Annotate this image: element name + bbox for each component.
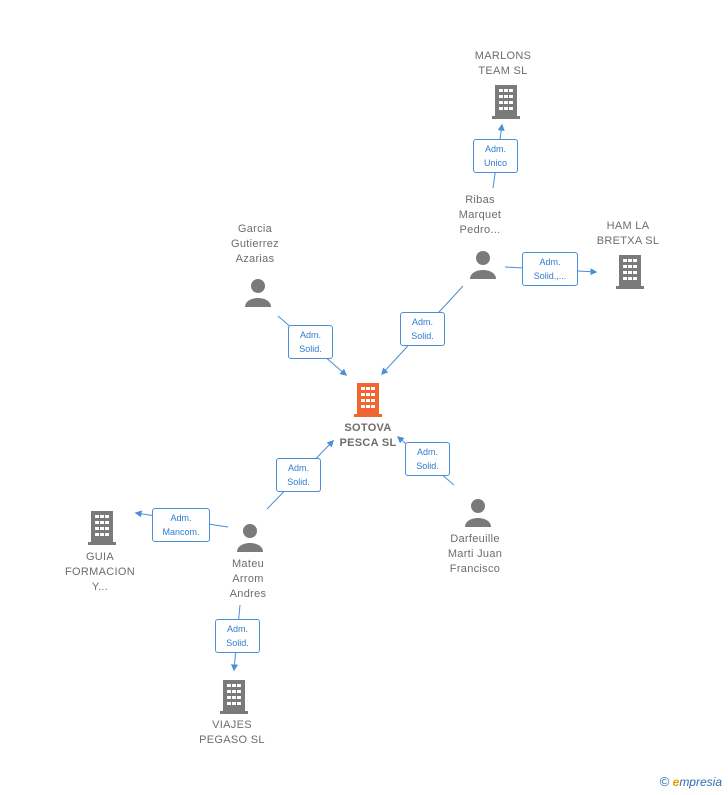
role-badge-adm-mancom[interactable]: Adm.Mancom. xyxy=(152,508,210,542)
copyright-icon: © xyxy=(659,774,670,789)
role-badge-adm-solid-ham[interactable]: Adm.Solid.,... xyxy=(522,252,578,286)
building-icon[interactable] xyxy=(490,85,522,119)
person-label-darfeuille[interactable]: Darfeuille Marti Juan Francisco xyxy=(447,533,503,575)
company-label-guia[interactable]: GUIA FORMACION Y... xyxy=(65,551,135,593)
center-company-name[interactable]: SOTOVA PESCA SL xyxy=(339,422,397,449)
building-icon[interactable] xyxy=(86,511,118,545)
company-label-viajes[interactable]: VIAJES PEGASO SL xyxy=(199,719,265,746)
role-badge-adm-solid-garcia[interactable]: Adm.Solid. xyxy=(288,325,333,359)
role-badge-adm-unico[interactable]: Adm.Unico xyxy=(473,139,518,173)
building-icon[interactable] xyxy=(218,680,250,714)
person-label-garcia[interactable]: Garcia Gutierrez Azarias xyxy=(231,223,279,265)
person-label-ribas[interactable]: Ribas Marquet Pedro... xyxy=(458,194,502,236)
person-icon[interactable] xyxy=(468,249,498,279)
role-badge-adm-solid-ribas[interactable]: Adm.Solid. xyxy=(400,312,445,346)
person-label-mateu[interactable]: Mateu Arrom Andres xyxy=(229,558,267,600)
role-badge-adm-solid-mateu[interactable]: Adm.Solid. xyxy=(276,458,321,492)
person-icon[interactable] xyxy=(243,277,273,307)
center-building-icon[interactable] xyxy=(352,383,384,417)
empresia-logo[interactable]: © empresia xyxy=(659,774,722,789)
building-icon[interactable] xyxy=(614,255,646,289)
role-badge-adm-solid-darfeuille[interactable]: Adm.Solid. xyxy=(405,442,450,476)
person-icon[interactable] xyxy=(463,497,493,527)
company-label-marlons[interactable]: MARLONS TEAM SL xyxy=(474,50,532,77)
company-label-ham[interactable]: HAM LA BRETXA SL xyxy=(596,220,660,247)
person-icon[interactable] xyxy=(235,522,265,552)
role-badge-adm-solid-viajes[interactable]: Adm.Solid. xyxy=(215,619,260,653)
